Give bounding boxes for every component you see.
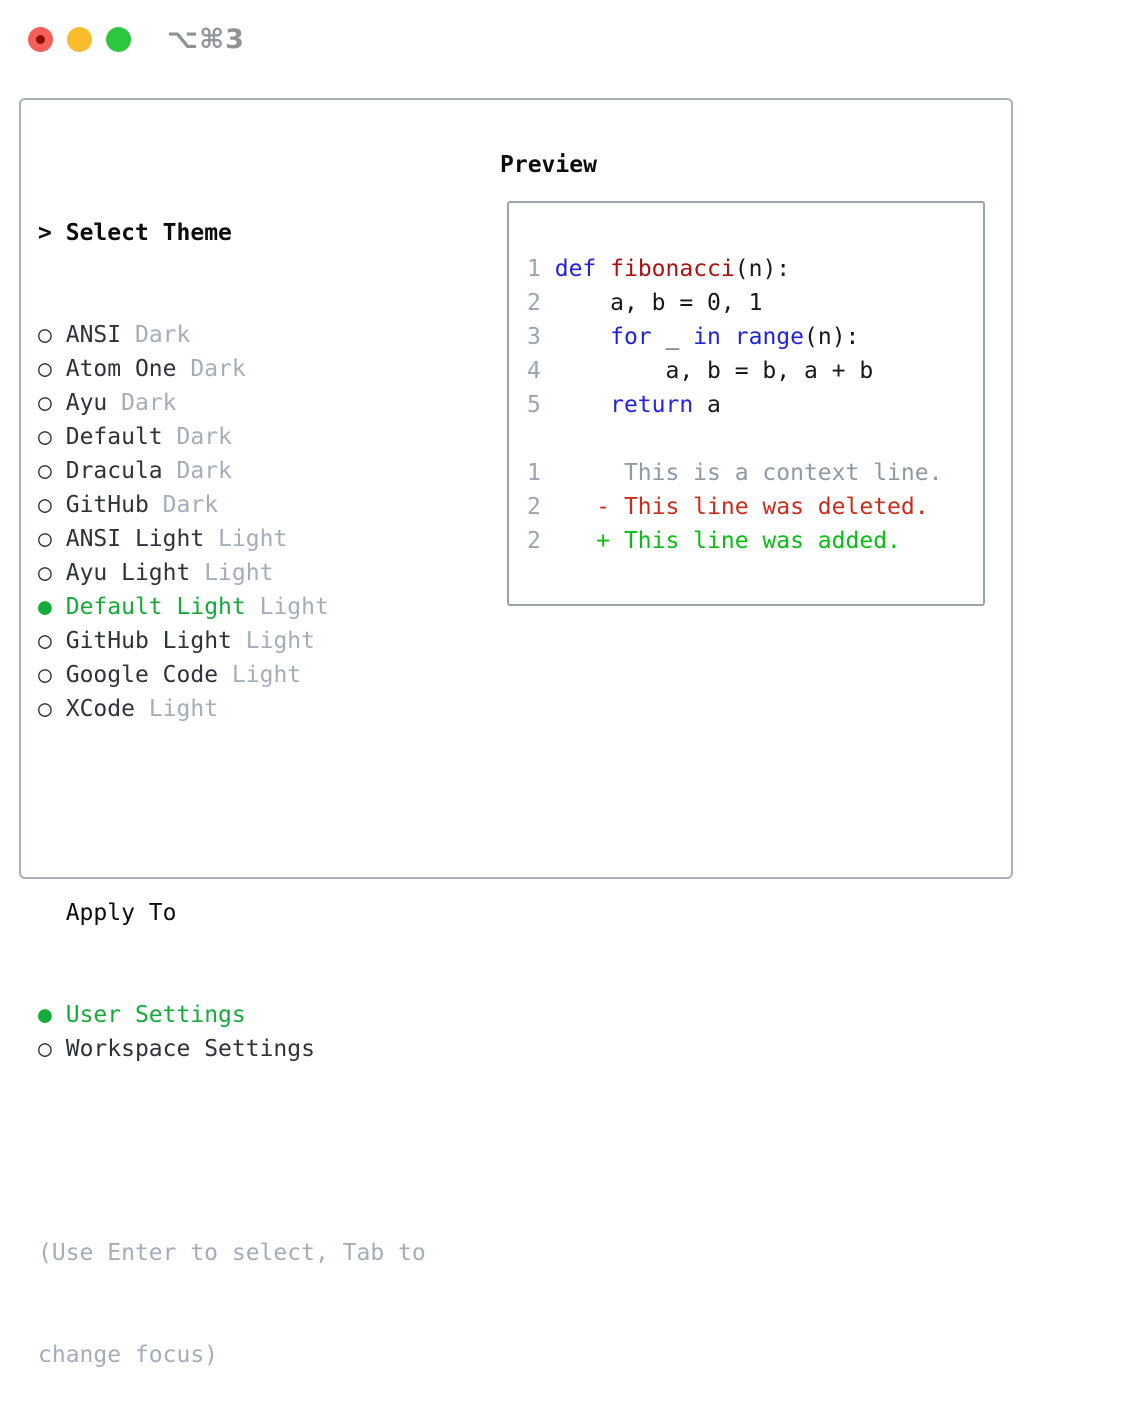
theme-option-xcode-light[interactable]: ○ XCode Light (38, 692, 426, 726)
help-text-line-1: (Use Enter to select, Tab to (38, 1240, 426, 1266)
close-button[interactable] (28, 27, 53, 52)
theme-name: ANSI (65, 322, 122, 348)
code-line-3: 3 for _ in range(n): (527, 324, 860, 350)
radio-unselected-icon: ○ (38, 1036, 52, 1062)
theme-variant: Light (218, 526, 288, 552)
theme-variant: Dark (190, 356, 246, 382)
theme-name: Dracula (65, 458, 163, 484)
apply-option-label: Workspace Settings (65, 1036, 315, 1062)
theme-option-github-light-light[interactable]: ○ GitHub Light Light (38, 624, 426, 658)
theme-option-ayu-dark[interactable]: ○ Ayu Dark (38, 386, 426, 420)
line-number: 2 (527, 290, 541, 316)
theme-name: XCode (65, 696, 135, 722)
theme-name: Default (65, 424, 163, 450)
radio-unselected-icon: ○ (38, 322, 52, 348)
line-number: 2 (527, 494, 541, 520)
theme-name: ANSI Light (65, 526, 205, 552)
minimize-button[interactable] (67, 27, 92, 52)
apply-to-header: Apply To (65, 900, 177, 926)
theme-name: Google Code (65, 662, 219, 688)
theme-selector: > Select Theme ○ ANSI Dark○ Atom One Dar… (38, 148, 426, 1406)
line-number: 2 (527, 528, 541, 554)
theme-variant: Dark (176, 458, 232, 484)
diff-deleted-text: - This line was deleted. (540, 494, 929, 520)
prompt-icon: > (38, 220, 52, 246)
theme-variant: Light (148, 696, 219, 722)
diff-line-context: 1 This is a context line. (527, 456, 983, 490)
theme-name: Ayu Light (65, 560, 191, 586)
line-number: 5 (527, 392, 541, 418)
theme-name: Atom One (65, 356, 177, 382)
code-line-5: 5 return a (527, 392, 721, 418)
theme-variant: Dark (162, 492, 219, 518)
theme-variant: Light (231, 662, 302, 688)
theme-option-atom-one-dark[interactable]: ○ Atom One Dark (38, 352, 426, 386)
theme-option-dracula-dark[interactable]: ○ Dracula Dark (38, 454, 426, 488)
theme-variant: Light (259, 594, 329, 620)
radio-unselected-icon: ○ (38, 424, 52, 450)
blank-line (527, 422, 983, 456)
select-theme-header: > Select Theme (38, 216, 426, 250)
diff-line-added: 2 + This line was added. (527, 524, 983, 558)
theme-option-default-dark[interactable]: ○ Default Dark (38, 420, 426, 454)
theme-option-ayu-light-light[interactable]: ○ Ayu Light Light (38, 556, 426, 590)
theme-variant: Dark (121, 390, 177, 416)
theme-list: ○ ANSI Dark○ Atom One Dark○ Ayu Dark○ De… (38, 318, 426, 726)
diff-added-text: + This line was added. (540, 528, 901, 554)
diff-context-text: This is a context line. (540, 460, 943, 486)
theme-variant: Light (245, 628, 315, 654)
theme-name: GitHub Light (65, 628, 232, 654)
radio-unselected-icon: ○ (38, 560, 52, 586)
theme-option-default-light-light[interactable]: ● Default Light Light (38, 590, 426, 624)
code-line-4: 4 a, b = b, a + b (527, 358, 874, 384)
theme-variant: Light (204, 560, 274, 586)
preview-box: 1 def fibonacci(n): 2 a, b = 0, 1 3 for _ … (507, 201, 985, 606)
theme-option-google-code-light[interactable]: ○ Google Code Light (38, 658, 426, 692)
radio-selected-icon: ● (38, 1002, 52, 1028)
theme-name: Ayu (65, 390, 108, 416)
radio-unselected-icon: ○ (38, 696, 52, 722)
zoom-button[interactable] (106, 27, 131, 52)
titlebar: ⌥⌘3 (28, 24, 245, 55)
code-line-2: 2 a, b = 0, 1 (527, 290, 763, 316)
spacer-row (38, 1134, 426, 1168)
preview-title: Preview (500, 152, 597, 178)
line-number: 3 (527, 324, 541, 350)
radio-unselected-icon: ○ (38, 458, 52, 484)
theme-variant: Dark (134, 322, 191, 348)
theme-variant: Dark (176, 424, 232, 450)
theme-name: GitHub (65, 492, 149, 518)
select-theme-title: Select Theme (65, 220, 232, 246)
radio-unselected-icon: ○ (38, 526, 52, 552)
theme-option-ansi-dark[interactable]: ○ ANSI Dark (38, 318, 426, 352)
radio-unselected-icon: ○ (38, 492, 52, 518)
apply-to-list: ● User Settings○ Workspace Settings (38, 998, 426, 1066)
line-number: 1 (527, 256, 541, 282)
spacer-row (38, 794, 426, 828)
apply-option-workspace-settings[interactable]: ○ Workspace Settings (38, 1032, 426, 1066)
radio-unselected-icon: ○ (38, 390, 52, 416)
radio-unselected-icon: ○ (38, 628, 52, 654)
help-text-line-2: change focus) (38, 1342, 219, 1368)
apply-option-label: User Settings (65, 1002, 246, 1028)
window-shortcut-label: ⌥⌘3 (167, 24, 245, 55)
apply-option-user-settings[interactable]: ● User Settings (38, 998, 426, 1032)
theme-name: Default Light (65, 594, 246, 620)
radio-unselected-icon: ○ (38, 356, 52, 382)
document-edited-dot (36, 35, 45, 44)
radio-selected-icon: ● (38, 594, 52, 620)
line-number: 4 (527, 358, 541, 384)
theme-option-github-dark[interactable]: ○ GitHub Dark (38, 488, 426, 522)
theme-option-ansi-light-light[interactable]: ○ ANSI Light Light (38, 522, 426, 556)
app-window: { "window": { "shortcut": "⌥⌘3" }, "colo… (19, 24, 1013, 1368)
line-number: 1 (527, 460, 541, 486)
code-line-1: 1 def fibonacci(n): (527, 256, 791, 282)
radio-unselected-icon: ○ (38, 662, 52, 688)
diff-line-deleted: 2 - This line was deleted. (527, 490, 983, 524)
